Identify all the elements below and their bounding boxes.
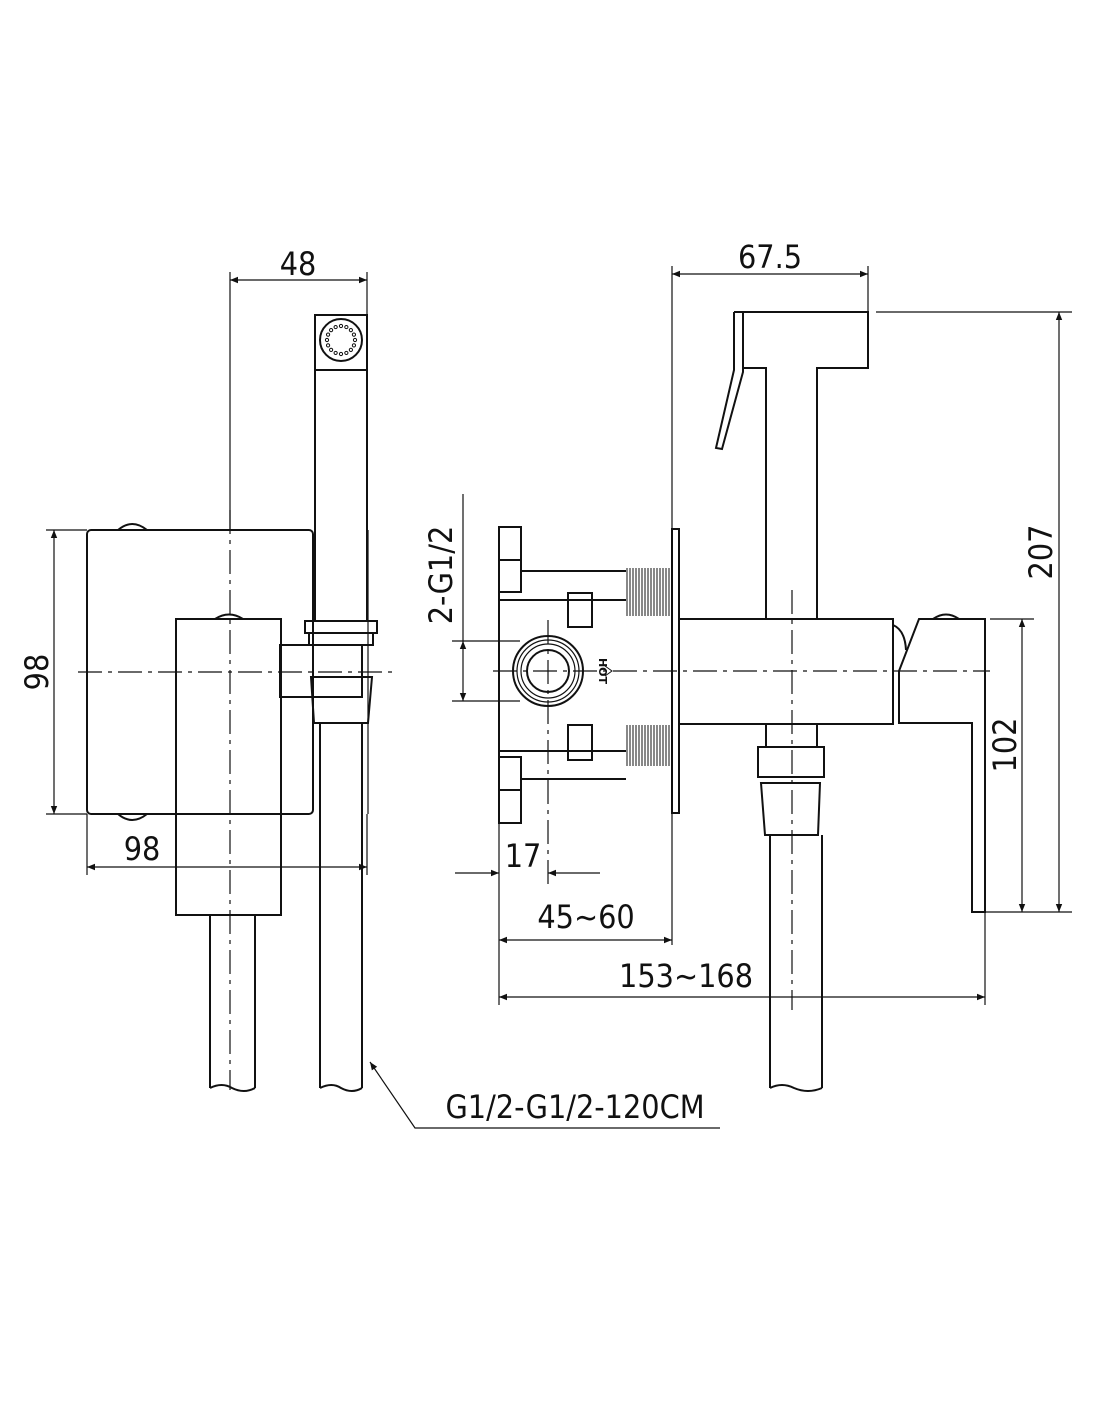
- nozzle-dot: [324, 337, 330, 343]
- lever-handle: [898, 618, 986, 913]
- dim-plate-height: 98: [18, 654, 56, 691]
- valve-cap: [214, 613, 244, 620]
- nozzle-dot: [325, 343, 331, 348]
- front-hose: [769, 835, 823, 1092]
- handset-grip: [314, 369, 368, 622]
- hose: [319, 723, 363, 1092]
- spray-face-icon: [319, 318, 363, 362]
- dim-handset-width: 48: [280, 245, 317, 283]
- nozzle-dot: [351, 343, 357, 348]
- valve-body: [175, 618, 282, 916]
- nozzle-dot: [344, 350, 349, 356]
- pipe-clamp: [567, 592, 593, 628]
- nozzle-dot: [352, 337, 358, 343]
- hot-arrow-icon: [604, 665, 613, 677]
- handset-collar: [304, 620, 378, 634]
- dim-inlet-offset: 17: [505, 837, 542, 875]
- dim-plate-depth: 98: [124, 830, 161, 868]
- front-view: HOT 67.5 207 102 2-G1/2: [422, 238, 1072, 1092]
- valve-body: [678, 618, 894, 725]
- nozzle-dot: [338, 323, 344, 329]
- threaded-sections: [626, 568, 670, 766]
- nozzle-dot: [338, 351, 344, 357]
- fitting-block: [498, 789, 522, 824]
- hose-nut: [757, 746, 825, 778]
- nozzle-dot: [351, 332, 357, 337]
- dim-handset-length: 67.5: [738, 238, 802, 276]
- spray-nozzle-dots: [324, 323, 358, 357]
- nozzle-dot: [329, 347, 334, 352]
- nozzle-dot: [348, 328, 353, 333]
- plate-screw-caps: [117, 523, 148, 821]
- dim-total-height: 207: [1022, 525, 1060, 580]
- dim-outlet-height: 102: [986, 718, 1024, 773]
- inlet-pipes: [499, 570, 626, 780]
- hose-cone: [759, 782, 822, 836]
- hose-label: G1/2-G1/2-120CM: [445, 1088, 704, 1126]
- nozzle-dot: [344, 324, 349, 330]
- outlet-stub: [765, 724, 818, 747]
- fitting-block: [498, 526, 522, 561]
- dim-total-depth: 153~168: [619, 957, 753, 995]
- nozzle-dot: [348, 347, 353, 352]
- dim-wall-depth: 45~60: [537, 898, 634, 936]
- nozzle-dot: [333, 324, 338, 330]
- hot-marking: HOT: [596, 658, 609, 685]
- fitting-block: [498, 756, 522, 791]
- handset-base: [308, 632, 374, 646]
- side-view: 48 98 98 G1/2-G1/2-120CM: [18, 245, 720, 1129]
- fitting-block: [498, 559, 522, 593]
- handle-cap: [932, 613, 960, 620]
- dim-inlet-thread: 2-G1/2: [422, 526, 460, 625]
- hose-leader: [369, 1061, 720, 1129]
- trigger-lever: [714, 312, 744, 451]
- handset: [734, 311, 869, 619]
- nozzle-dot: [325, 332, 331, 337]
- inlet-bore: [526, 649, 570, 693]
- holder-arm: [279, 644, 363, 698]
- valve-neck: [892, 624, 907, 651]
- nozzle-dot: [329, 328, 334, 333]
- supply-pipe: [209, 915, 256, 1092]
- pipe-clamp: [567, 724, 593, 761]
- holder: [309, 676, 374, 724]
- inlet-outer-ring: [512, 635, 584, 707]
- wall-plate: [86, 529, 314, 815]
- nozzle-dot: [333, 350, 338, 356]
